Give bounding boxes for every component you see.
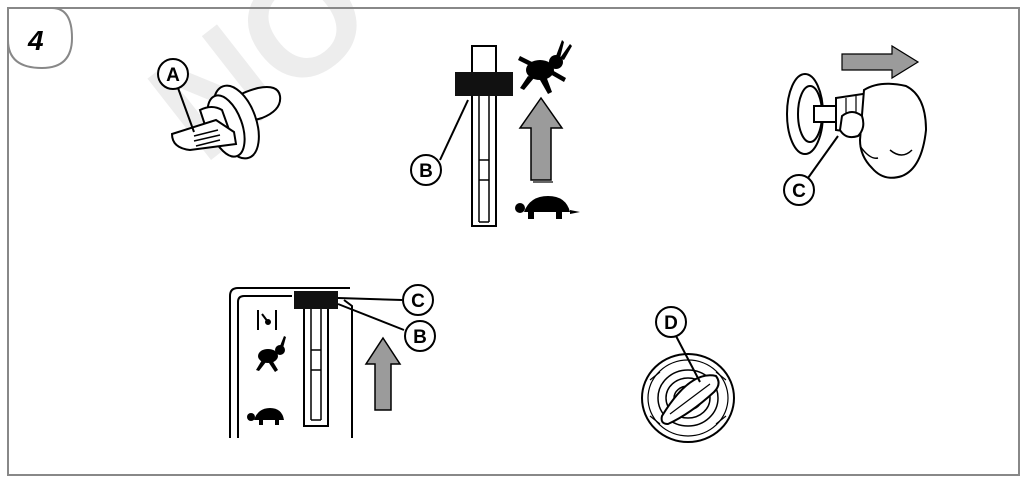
panel-arrow-up-icon [364,336,402,411]
control-panel-icon [229,287,353,438]
fuel-shutoff-lever-icon [170,84,282,160]
panel-rabbit-icon [256,336,286,372]
callout-d-label: D [664,313,678,334]
diagram-frame [7,7,1020,476]
panel-throttle-slider-icon [294,291,338,427]
turtle-slow-icon [515,196,580,219]
callout-c-bottom-label: C [411,291,425,312]
arrow-right-icon [841,44,920,80]
step-number: 4 [27,25,44,56]
throttle-slider-icon [455,45,513,227]
step-badge: 4 [7,7,74,70]
callout-c-top: C [783,174,815,206]
callout-d: D [655,306,687,338]
callout-a-label: A [166,65,180,86]
panel-slider-handle [294,291,338,309]
callout-c-top-label: C [792,181,806,202]
choke-knob-hand-icon [786,73,928,179]
arrow-up-icon [518,96,564,183]
throttle-slider-handle [455,72,513,96]
ignition-key-icon [641,353,735,443]
callout-b-top-label: B [419,161,433,182]
callout-b-top: B [410,154,442,186]
callout-c-bottom: C [402,284,434,316]
choke-symbol-icon [257,310,277,330]
callout-a: A [157,58,189,90]
panel-turtle-icon [247,408,284,425]
callout-b-bottom: B [404,320,436,352]
rabbit-fast-icon [518,40,572,94]
callout-b-bottom-label: B [413,327,427,348]
